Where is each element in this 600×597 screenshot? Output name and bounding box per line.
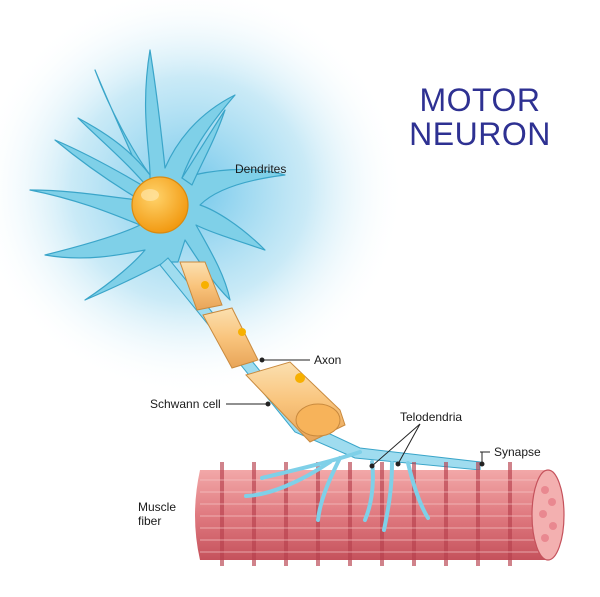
label-muscle-fiber-2: fiber (138, 514, 162, 528)
myelin-sheaths (179, 261, 346, 443)
title-line-2: NEURON (409, 116, 551, 152)
label-axon: Axon (314, 353, 342, 367)
leader-lines (226, 357, 490, 469)
label-dendrites: Dendrites (235, 162, 287, 176)
title-line-1: MOTOR (419, 82, 541, 118)
nucleus (131, 176, 189, 234)
label-schwann-cell: Schwann cell (150, 397, 221, 411)
muscle-fiber (195, 462, 565, 566)
muscle-fiber-cross-section (531, 469, 565, 561)
label-telodendria: Telodendria (400, 410, 463, 424)
schwann-cell-1 (179, 261, 223, 311)
schwann-cell-2 (202, 307, 259, 369)
neuron-soma (29, 49, 286, 301)
schwann-nuclei (201, 281, 305, 383)
label-muscle-fiber-1: Muscle (138, 500, 177, 514)
label-synapse: Synapse (494, 445, 541, 459)
telodendria (244, 450, 430, 532)
